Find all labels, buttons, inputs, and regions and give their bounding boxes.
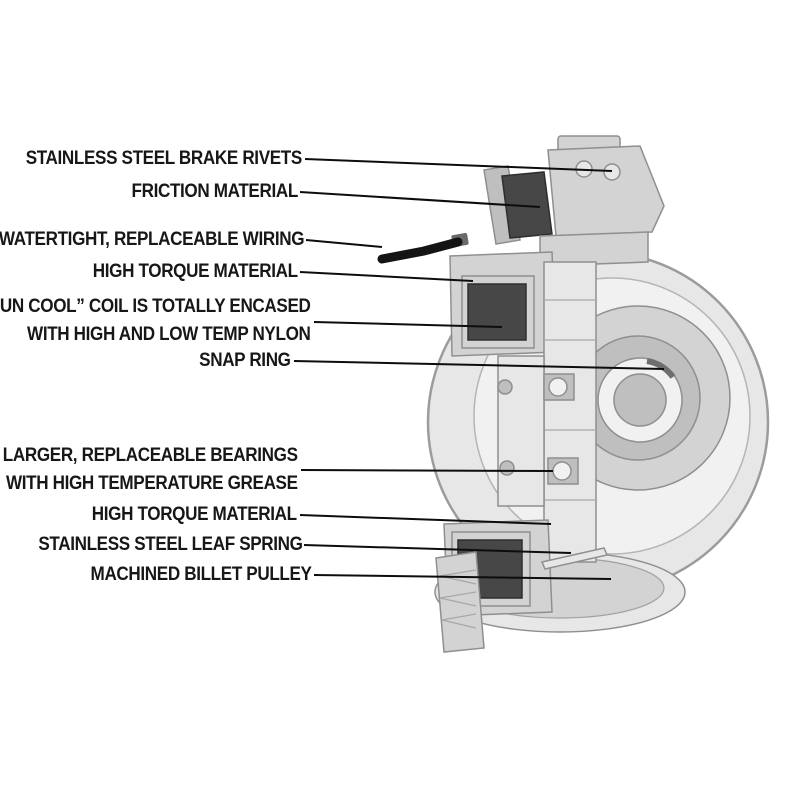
leader-lines bbox=[293, 158, 665, 580]
wiring bbox=[377, 233, 469, 264]
leader-high-torque-bottom bbox=[299, 514, 552, 525]
label-run-cool-coil: “RUN COOL” COIL IS TOTALLY ENCASED WITH … bbox=[0, 293, 310, 349]
leader-brake-rivets bbox=[304, 158, 613, 172]
field-shell-top bbox=[449, 251, 557, 357]
label-friction-material: FRICTION MATERIAL bbox=[131, 181, 299, 203]
label-high-torque-material-bottom: HIGH TORQUE MATERIAL bbox=[92, 504, 297, 526]
guide-pin-top bbox=[497, 379, 513, 395]
label-watertight-replaceable-wiring: WATERTIGHT, REPLACEABLE WIRING bbox=[0, 229, 304, 251]
pulley-grooves bbox=[435, 551, 485, 653]
label-text: HIGH TORQUE MATERIAL bbox=[92, 504, 297, 525]
leader-run-cool-coil bbox=[313, 321, 503, 328]
rotor-upper-web bbox=[539, 231, 649, 267]
label-snap-ring: SNAP RING bbox=[199, 350, 292, 372]
label-high-torque-material-top: HIGH TORQUE MATERIAL bbox=[93, 261, 298, 283]
label-stainless-steel-leaf-spring: STAINLESS STEEL LEAF SPRING bbox=[38, 534, 304, 556]
label-text: WITH HIGH AND LOW TEMP NYLON bbox=[26, 324, 311, 345]
bearing-top bbox=[543, 373, 575, 401]
label-machined-billet-pulley: MACHINED BILLET PULLEY bbox=[91, 564, 312, 586]
guide-pin-bottom bbox=[499, 460, 515, 476]
label-text: “RUN COOL” COIL IS TOTALLY ENCASED bbox=[0, 296, 310, 317]
label-text: FRICTION MATERIAL bbox=[131, 181, 299, 202]
friction-pad bbox=[501, 171, 553, 239]
field-coil-top bbox=[467, 283, 527, 341]
hub-flange bbox=[497, 355, 545, 507]
label-text: STAINLESS STEEL BRAKE RIVETS bbox=[25, 148, 303, 169]
brake-bracket bbox=[547, 135, 665, 237]
leader-billet-pulley bbox=[313, 574, 612, 580]
label-replaceable-bearings: LARGER, REPLACEABLE BEARINGS WITH HIGH T… bbox=[3, 442, 298, 498]
rotor-body bbox=[543, 261, 597, 563]
label-text: LARGER, REPLACEABLE BEARINGS bbox=[3, 445, 298, 466]
leader-high-torque-top bbox=[299, 271, 474, 282]
snap-ring bbox=[646, 358, 676, 379]
label-text: WITH HIGH TEMPERATURE GREASE bbox=[6, 473, 298, 494]
leader-snap-ring bbox=[293, 360, 665, 370]
leader-wiring bbox=[305, 239, 383, 248]
label-text: MACHINED BILLET PULLEY bbox=[90, 564, 312, 585]
wire bbox=[377, 237, 463, 264]
brake-rivet bbox=[603, 163, 621, 181]
label-stainless-steel-brake-rivets: STAINLESS STEEL BRAKE RIVETS bbox=[25, 148, 303, 170]
label-text: HIGH TORQUE MATERIAL bbox=[93, 261, 298, 282]
label-text: STAINLESS STEEL LEAF SPRING bbox=[38, 534, 304, 555]
leader-leaf-spring bbox=[303, 544, 572, 554]
leaf-spring bbox=[540, 547, 609, 570]
leader-friction-material bbox=[299, 191, 541, 208]
label-text: SNAP RING bbox=[199, 350, 292, 371]
label-text: WATERTIGHT, REPLACEABLE WIRING bbox=[0, 229, 304, 250]
leader-bearings bbox=[300, 469, 554, 472]
